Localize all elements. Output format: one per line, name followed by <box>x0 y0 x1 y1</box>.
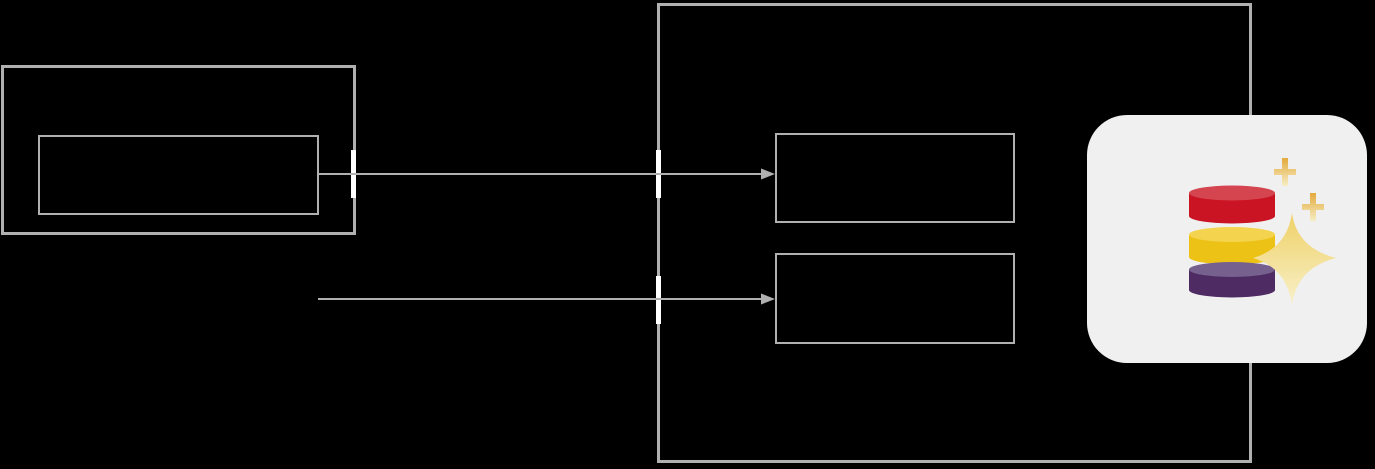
process-box-1 <box>775 133 1015 223</box>
sparkle-star-icon <box>1253 213 1336 305</box>
database-sparkle-icon <box>1189 158 1336 305</box>
plus-sparkle-icon <box>1274 158 1296 186</box>
source-inner-box <box>38 135 319 215</box>
database-stack-icon <box>1189 185 1275 298</box>
database-card <box>1087 115 1367 363</box>
process-box-2 <box>775 253 1015 344</box>
plus-sparkle-icon <box>1302 193 1324 221</box>
